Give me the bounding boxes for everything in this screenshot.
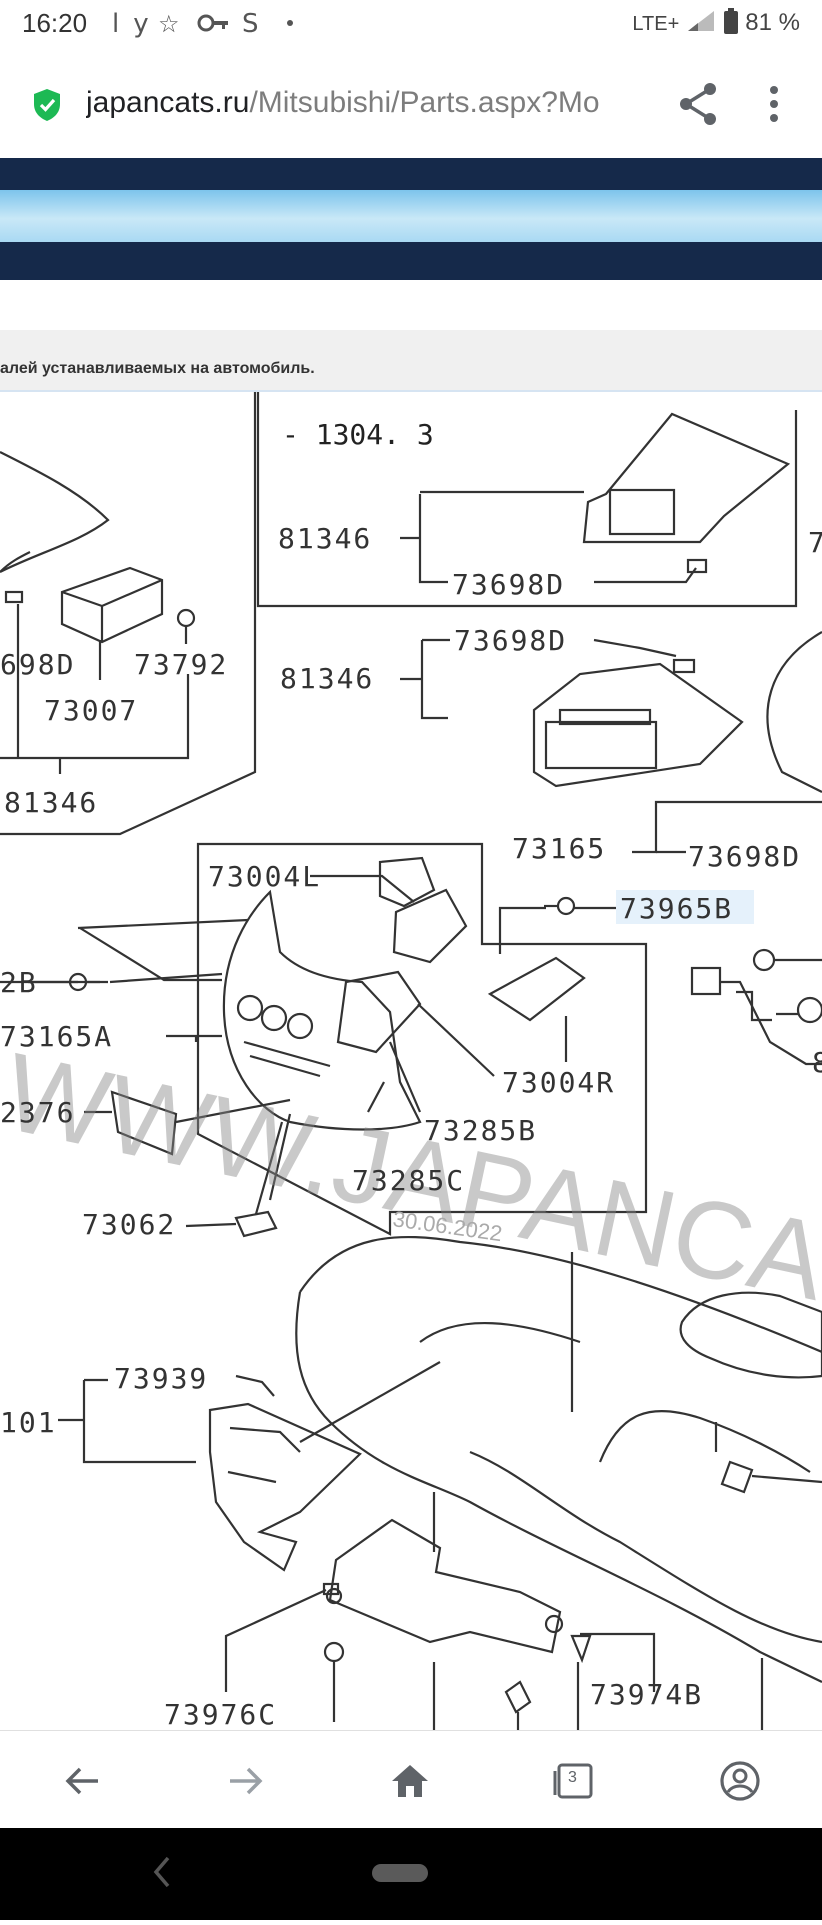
part-label[interactable]: 73062	[82, 1208, 176, 1241]
site-header-light-band	[0, 190, 822, 242]
s-icon: S	[242, 9, 273, 38]
browser-url-bar[interactable]: japancats.ru/Mitsubishi/Parts.aspx?Mo	[0, 50, 822, 158]
center-panel	[222, 889, 422, 1131]
part-label[interactable]: 73976C	[164, 1698, 277, 1730]
parts-diagram-svg: WWW.JAPANCATS.R 30.06.2022 - 1304. 3 813…	[0, 392, 822, 1730]
part-2376-shape	[110, 1090, 178, 1156]
inset-frame-left	[0, 392, 257, 836]
bracket-lower	[328, 1518, 562, 1654]
back-icon	[65, 1767, 98, 1795]
account-icon	[720, 1761, 760, 1801]
watermark-text: WWW.JAPANCATS.R	[0, 1030, 822, 1374]
part-label[interactable]: 8	[812, 1046, 822, 1079]
forward-icon	[230, 1767, 263, 1795]
url-path: /Mitsubishi/Parts.aspx?Mo	[249, 86, 600, 119]
part-label[interactable]: 73698D	[452, 568, 565, 601]
notification-icons: ly ☆ S	[112, 8, 312, 45]
vent-73004L	[392, 888, 468, 964]
tab-count: 3	[568, 1769, 577, 1786]
share-icon[interactable]	[676, 80, 720, 128]
switch-part	[690, 966, 722, 996]
part-label[interactable]: 101	[0, 1406, 57, 1439]
network-label: LTE+	[632, 13, 680, 35]
system-nav-bar	[0, 1828, 822, 1920]
dashboard-main	[299, 1235, 822, 1354]
part-label[interactable]: 73285C	[352, 1164, 465, 1197]
part-label[interactable]: 73007	[44, 694, 138, 727]
part-label[interactable]: 81346	[278, 522, 372, 555]
ly-icon: ly	[112, 9, 163, 38]
status-bar: 16:20 ly ☆ S LTE+ 81 %	[0, 0, 822, 50]
part-label[interactable]: 73165A	[0, 1020, 113, 1053]
battery-icon	[723, 8, 738, 34]
part-label[interactable]: 73285B	[424, 1114, 537, 1147]
parts-diagram: WWW.JAPANCATS.R 30.06.2022 - 1304. 3 813…	[0, 392, 822, 1730]
part-label[interactable]: 7	[808, 526, 822, 559]
highlight-73965B	[616, 890, 754, 924]
part-73004L-bracket	[378, 856, 436, 908]
account-button[interactable]	[712, 1753, 768, 1809]
site-header-dark-bottom	[0, 242, 822, 280]
info-bar: алей устанавливаемых на автомобиль.	[0, 330, 822, 392]
notification-icons-svg: ly ☆ S	[112, 9, 293, 39]
display-screen-top	[608, 488, 676, 536]
forward-button[interactable]	[218, 1753, 274, 1809]
browser-bottom-toolbar: 3	[0, 1730, 822, 1829]
key-icon	[197, 14, 228, 32]
back-button[interactable]	[54, 1753, 110, 1809]
part-73062-shape	[234, 1210, 278, 1238]
home-icon	[392, 1765, 428, 1797]
url-domain: japancats.ru	[86, 86, 250, 119]
glovebox-lid	[679, 1291, 822, 1379]
part-label[interactable]: 73004L	[208, 860, 321, 893]
steering-partial	[766, 631, 822, 793]
part-label[interactable]: 2376	[0, 1096, 75, 1129]
part-label[interactable]: 2B	[0, 966, 38, 999]
system-nav-svg	[153, 1856, 428, 1888]
display-housing-mid	[532, 662, 744, 788]
knee-panel-73939	[208, 1402, 362, 1572]
status-time: 16:20	[22, 8, 88, 38]
part-label[interactable]: 73698D	[688, 840, 801, 873]
part-label[interactable]: 698D	[0, 648, 75, 681]
system-home-pill[interactable]	[372, 1864, 428, 1882]
dot-icon	[287, 20, 293, 26]
part-73007-shape	[60, 566, 164, 644]
part-label[interactable]: 81346	[280, 662, 374, 695]
info-text: алей устанавливаемых на автомобиль.	[0, 360, 315, 377]
tabs-icon	[553, 1763, 593, 1799]
display-housing-top	[582, 412, 791, 544]
status-right: LTE+ 81 %	[632, 8, 800, 37]
url-text[interactable]: japancats.ru/Mitsubishi/Parts.aspx?Mo	[86, 86, 656, 120]
star-icon: ☆	[158, 10, 194, 38]
system-back-icon[interactable]	[153, 1856, 170, 1888]
part-label[interactable]: 73165	[512, 832, 606, 865]
part-label[interactable]: 81346	[4, 786, 98, 819]
part-label[interactable]: 73974B	[590, 1678, 703, 1711]
part-label[interactable]: 73698D	[454, 624, 567, 657]
inset-frame-right	[256, 392, 798, 608]
vent-73004R	[487, 956, 586, 1022]
part-label[interactable]: 73939	[114, 1362, 208, 1395]
display-screen-mid	[544, 720, 658, 770]
battery-label: 81 %	[745, 9, 800, 36]
dash-top-left	[0, 451, 110, 573]
part-labels: 81346 73698D 73698D 81346 698D 73792 730…	[0, 522, 822, 1730]
signal-icon	[687, 11, 714, 31]
more-vert-icon[interactable]	[762, 80, 786, 128]
part-label[interactable]: 73792	[134, 648, 228, 681]
site-header-dark-top	[0, 158, 822, 190]
console-frame	[196, 842, 648, 1236]
section-code: - 1304. 3	[282, 418, 434, 451]
tabs-button[interactable]: 3	[546, 1753, 602, 1809]
part-label-highlighted[interactable]: 73965B	[620, 892, 733, 925]
lock-shield-icon[interactable]	[32, 88, 62, 122]
part-label[interactable]: 73004R	[502, 1066, 615, 1099]
vent-center	[336, 970, 422, 1054]
home-button[interactable]	[382, 1753, 438, 1809]
